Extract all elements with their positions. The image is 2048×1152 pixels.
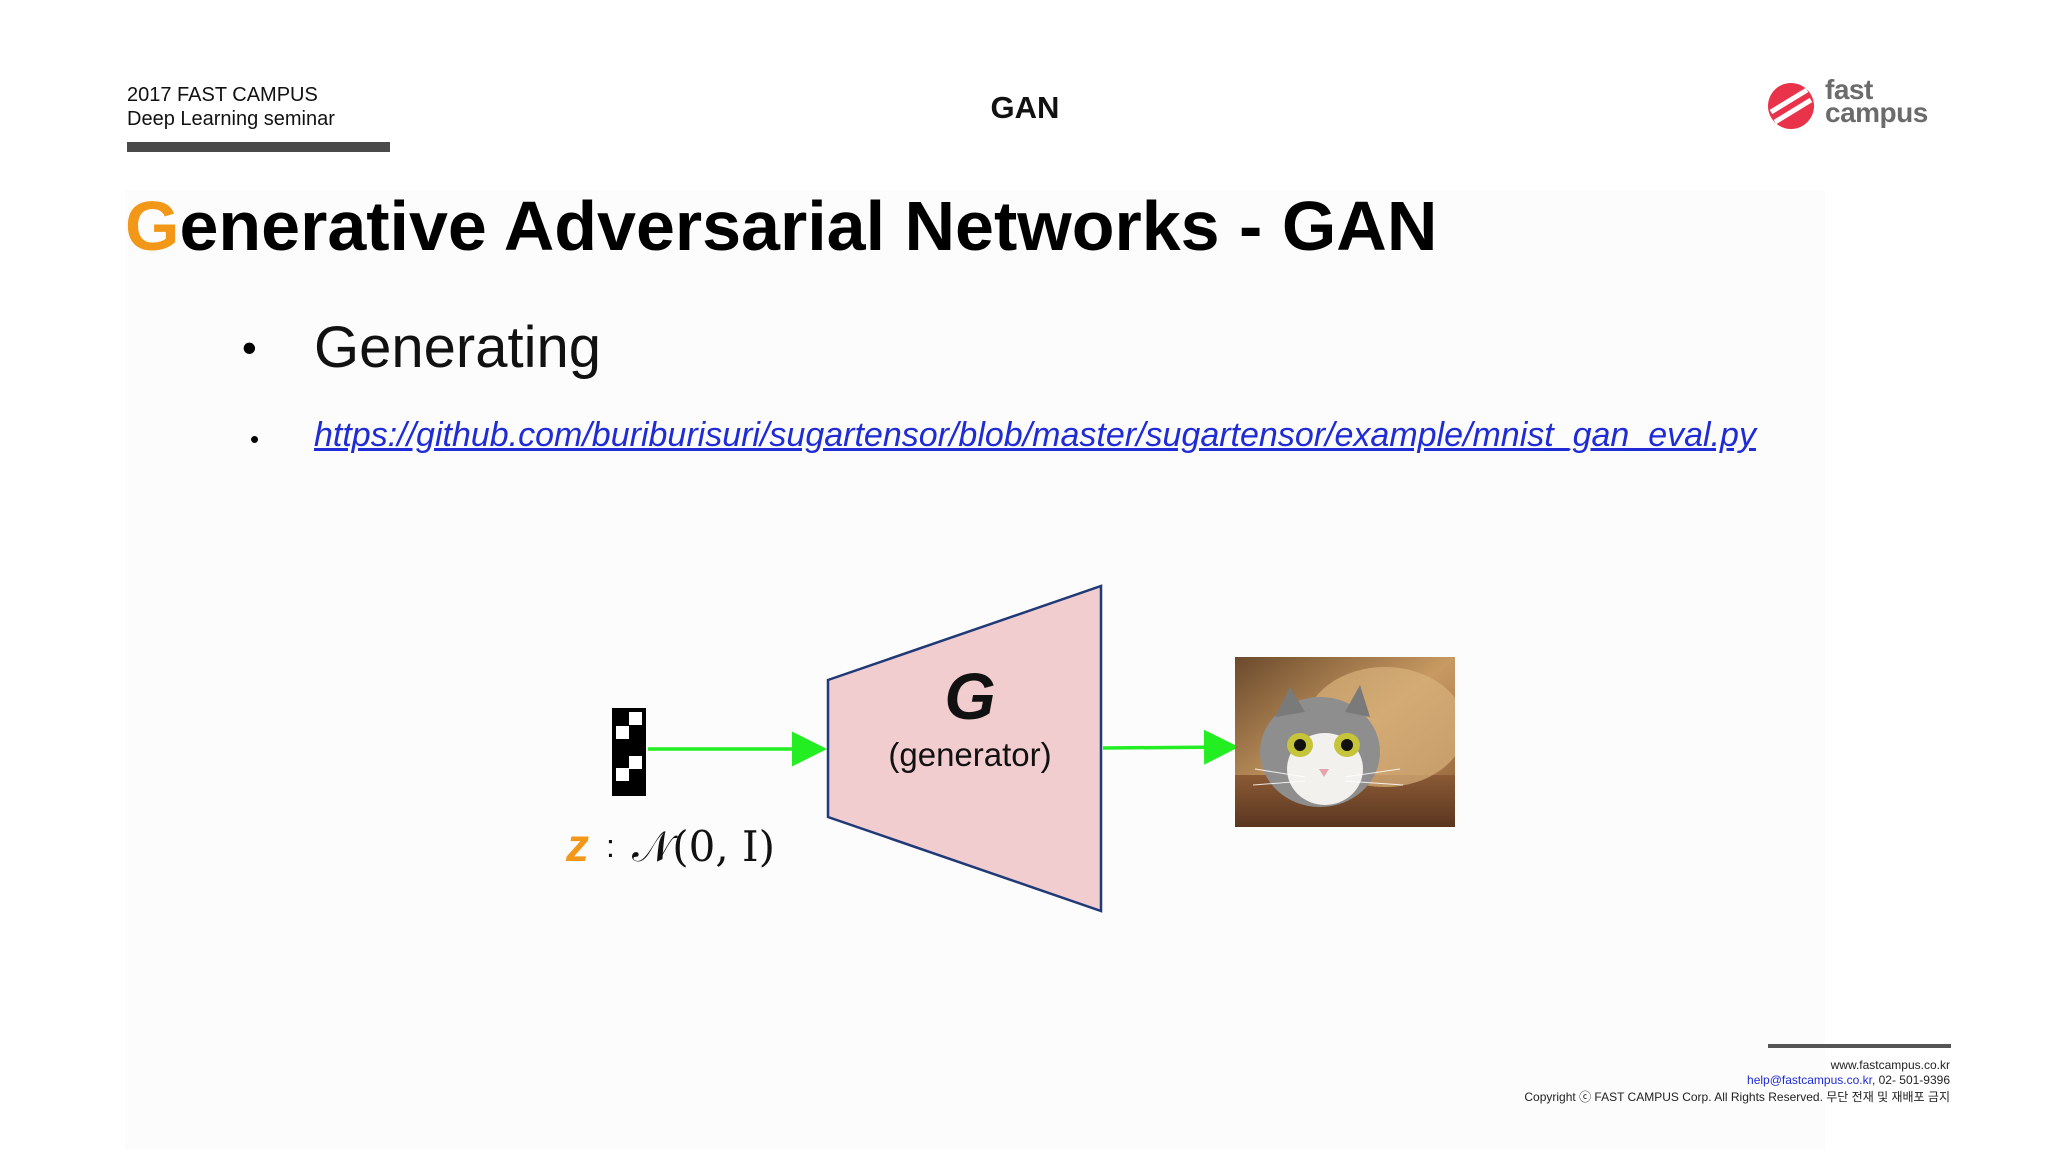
z-distribution: 𝒩(0, I) — [632, 822, 776, 871]
footer-divider — [1768, 1044, 1951, 1048]
github-link[interactable]: https://github.com/buriburisuri/sugarten… — [314, 416, 1756, 454]
bullet-generating: Generating — [314, 315, 601, 380]
fastcampus-logo-icon — [1768, 83, 1814, 129]
fastcampus-logo: fast campus — [1767, 74, 1928, 134]
logo-text-campus: campus — [1825, 97, 1928, 128]
footer-email[interactable]: help@fastcampus.co.kr — [1747, 1073, 1872, 1087]
header-divider-bar — [127, 142, 390, 152]
latent-vector-z — [612, 708, 646, 796]
header-course-name: Deep Learning seminar — [127, 108, 335, 130]
bullet-dot: • — [242, 324, 257, 371]
section-title: GAN — [990, 90, 1060, 125]
generator-letter: G — [944, 659, 996, 733]
generated-cat-image — [1235, 657, 1455, 827]
footer-contact: help@fastcampus.co.kr, 02- 501-9396 — [1747, 1073, 1950, 1087]
arrow-generator-to-image — [1102, 729, 1239, 765]
z-colon: : — [606, 828, 615, 864]
slide-title: Generative Adversarial Networks - GAN — [125, 186, 1437, 266]
footer-phone: , 02- 501-9396 — [1871, 1073, 1950, 1087]
generator-label: (generator) — [888, 736, 1052, 773]
generator-block — [826, 584, 1103, 913]
bullet-dot: • — [250, 424, 260, 454]
z-symbol: z — [566, 819, 589, 871]
slide-title-rest: enerative Adversarial Networks - GAN — [179, 187, 1438, 265]
footer-copyright: Copyright ⓒ FAST CAMPUS Corp. All Rights… — [1524, 1090, 1950, 1104]
footer-website: www.fastcampus.co.kr — [1830, 1058, 1950, 1072]
header-course-year: 2017 FAST CAMPUS — [127, 84, 318, 106]
logo-text-fast: fast — [1825, 74, 1873, 105]
slide-title-accent-letter: G — [125, 187, 180, 265]
fastcampus-logo-text: fast campus — [1825, 74, 1928, 128]
